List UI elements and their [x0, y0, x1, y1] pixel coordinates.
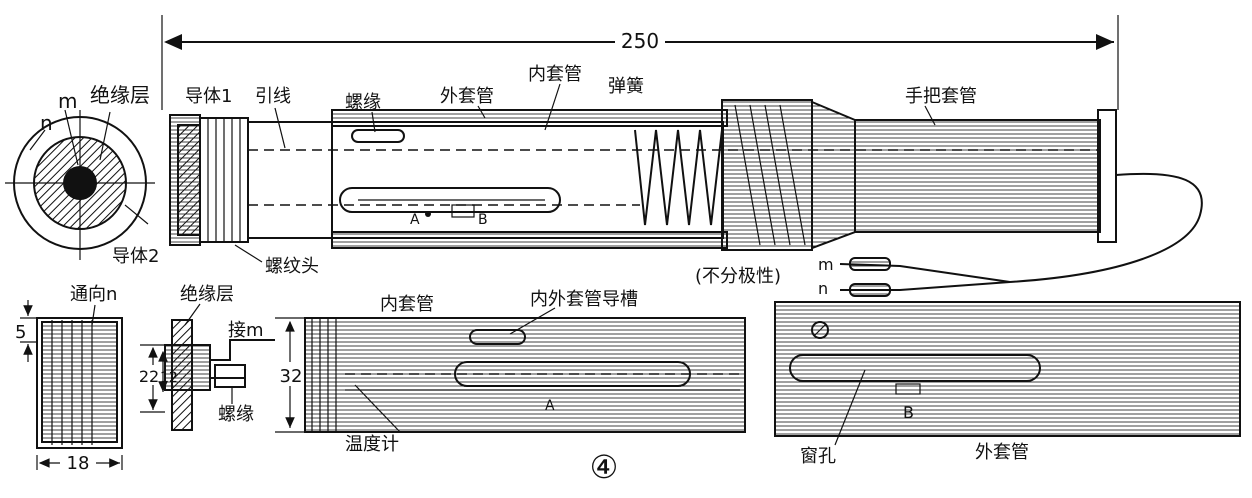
section-n-label: n [40, 111, 53, 135]
spring-label: 弹簧 [608, 76, 644, 97]
thermometer-label: 温度计 [345, 434, 399, 455]
knurled-collar [721, 99, 813, 251]
figure-number: ④ [590, 448, 619, 486]
insulator-dim-22: 22 [139, 367, 159, 386]
connect-m-label: 接m [228, 320, 264, 341]
section-m-label: m [58, 89, 77, 113]
thread-head [199, 117, 249, 243]
cap-detail: 5 18 通向n [15, 284, 123, 474]
cap-dim-18: 18 [67, 453, 90, 474]
inner-tube-label: 内套管 [528, 64, 582, 85]
lead-wire-label: 引线 [255, 86, 291, 107]
thermometer [339, 187, 561, 213]
thread-head-label: 螺纹头 [265, 256, 319, 277]
outer-tube-bottom [331, 231, 728, 249]
insulator-label: 绝缘层 [180, 284, 234, 305]
guide-slot [351, 129, 405, 143]
section-insulation-label: 绝缘层 [90, 83, 150, 107]
outer-tube-top [331, 109, 728, 127]
overall-dimension: 250 [161, 15, 1119, 110]
window-label: 窗孔 [800, 446, 836, 467]
handle-tube-label: 手把套管 [905, 86, 977, 107]
cross-section: n m 绝缘层 导体2 [5, 83, 159, 267]
outer-tube-title: 外套管 [975, 442, 1029, 463]
outer-tube-label: 外套管 [440, 86, 494, 107]
outer-point-b: B [903, 403, 914, 422]
cap-label: 通向n [70, 284, 117, 305]
cap-dim-5: 5 [15, 322, 26, 343]
conductor2-label: 导体2 [112, 246, 159, 267]
cable [1009, 172, 1203, 283]
polarity-label: (不分极性) [695, 266, 781, 287]
insulator-dim-12: 12 [160, 370, 178, 386]
slot-label: 内外套管导槽 [530, 289, 638, 310]
conductor1-label: 导体1 [185, 86, 232, 107]
screw-label: 螺缘 [345, 92, 381, 113]
wire-m-label: m [818, 255, 834, 274]
outer-tube-detail: B 窗孔 外套管 [774, 301, 1241, 467]
spring [634, 129, 723, 226]
inner-tube-detail: 32 A 内套管 内外套管导槽 温度计 [275, 289, 746, 455]
top-labels: 导体1 引线 螺缘 外套管 内套管 弹簧 手把套管 螺纹头 (不分极性) m n [185, 64, 977, 298]
inner-dim-32: 32 [280, 366, 303, 387]
handle-end [1097, 109, 1117, 243]
overall-length-label: 250 [621, 29, 659, 53]
wire-n-label: n [818, 279, 828, 298]
top-point-b: B [478, 212, 488, 228]
inner-tube-title: 内套管 [380, 294, 434, 315]
handle-tube [854, 119, 1101, 233]
top-point-a: A [410, 212, 420, 228]
insulator-screw-label: 螺缘 [218, 404, 254, 425]
handle-cone [811, 100, 856, 250]
main-assembly: A B [169, 99, 1203, 297]
insulator-detail: 22 12 绝缘层 接m 螺缘 [138, 284, 275, 431]
inner-point-a: A [545, 398, 555, 414]
